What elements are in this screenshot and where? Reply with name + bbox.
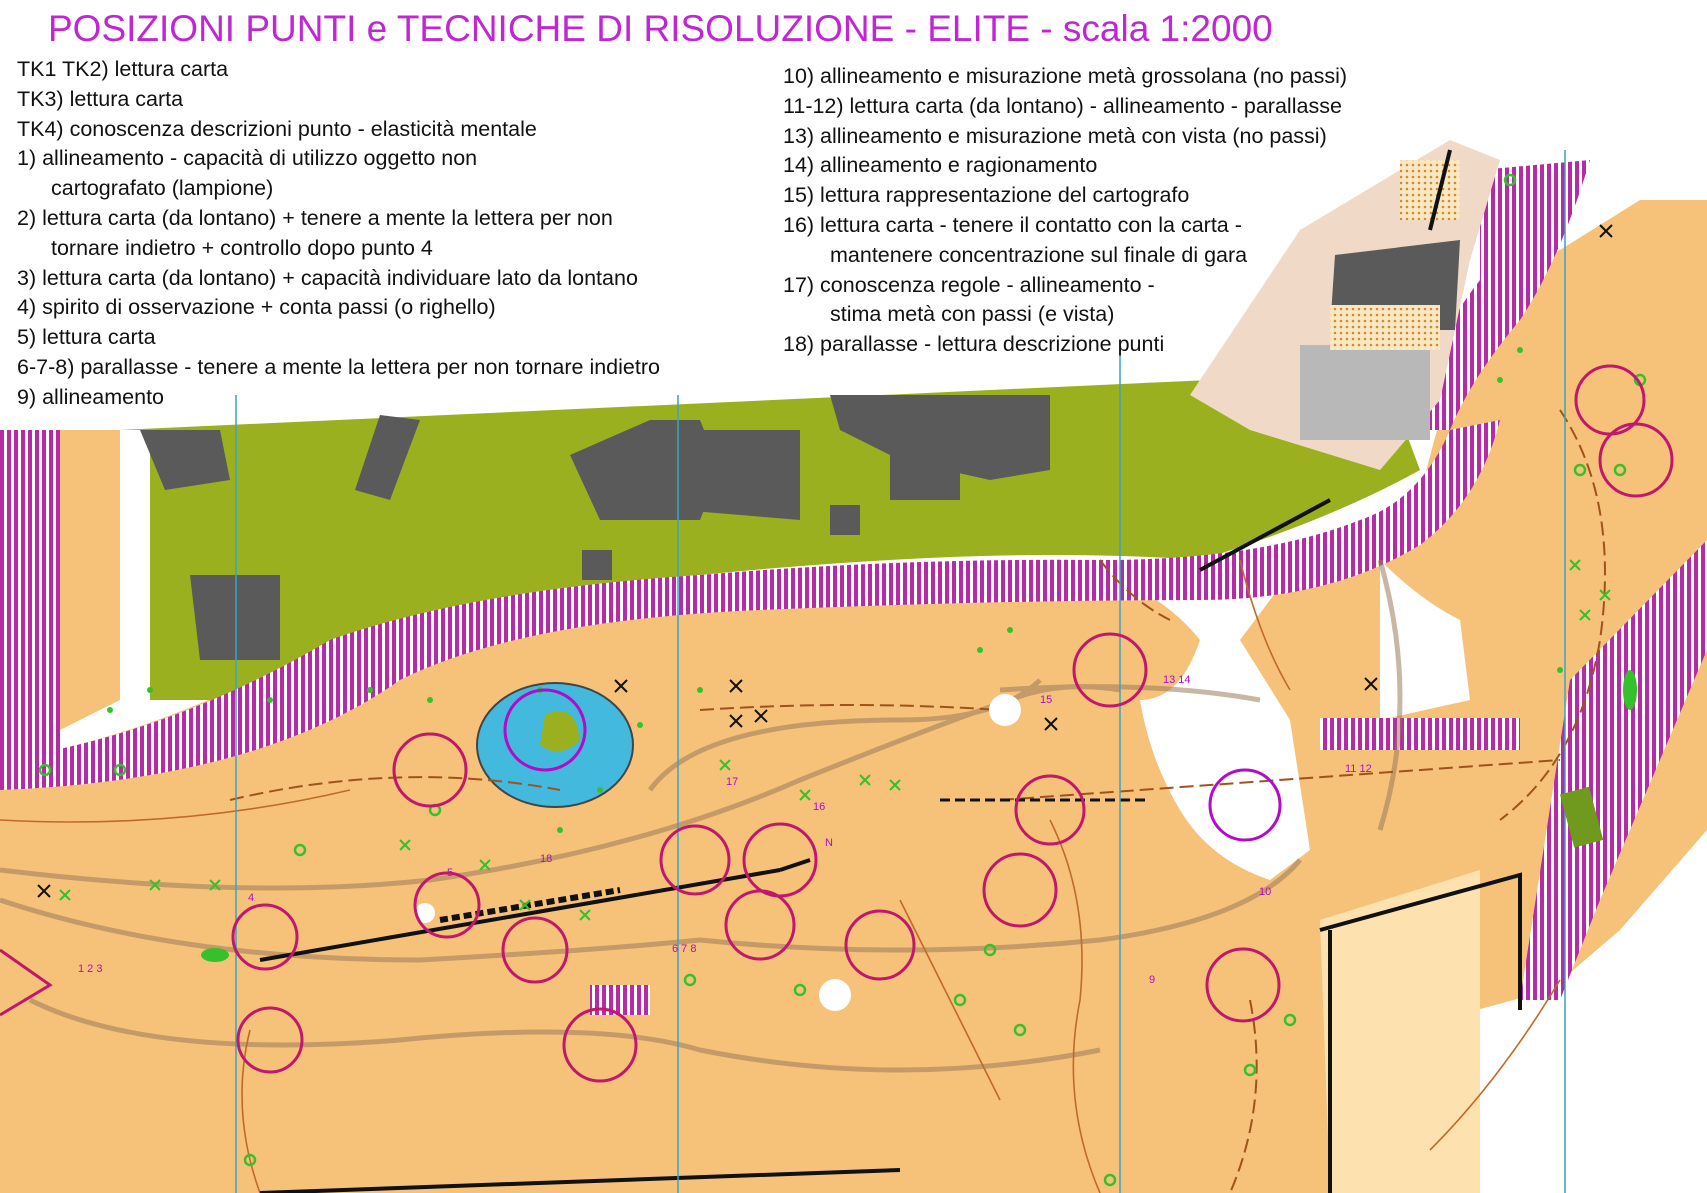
dotted-area: [1400, 160, 1460, 220]
building: [190, 575, 280, 660]
note-14: 14) allineamento e ragionamento: [783, 153, 1098, 178]
note-tk3: TK3) lettura carta: [17, 86, 184, 111]
note-17: 17) conoscenza regole - allineamento -: [783, 272, 1155, 297]
control-label-16: 16: [813, 801, 825, 813]
note-3: 3) lettura carta (da lontano) + capacità…: [17, 265, 638, 290]
control-label-10: 10: [1259, 886, 1271, 898]
note-tk4: TK4) conoscenza descrizioni punto - elas…: [17, 116, 537, 141]
olive-hatch-east: [1520, 540, 1707, 1000]
green-thicket: [201, 948, 229, 962]
olive-hatch-bar: [1320, 718, 1520, 750]
building-light: [1300, 345, 1430, 440]
note-2: 2) lettura carta (da lontano) + tenere a…: [17, 205, 613, 230]
control-label-678: 6 7 8: [672, 943, 696, 955]
control-circle-5: [413, 871, 481, 939]
technique-notes-left: TK1 TK2) lettura carta TK3) lettura cart…: [17, 55, 660, 413]
pond-island: [540, 710, 580, 752]
green-dots: [107, 347, 1563, 833]
dotted-area: [1330, 305, 1440, 350]
contours: [0, 559, 1561, 1193]
white-spot: [819, 979, 851, 1011]
building: [140, 430, 230, 490]
note-11-12: 11-12) lettura carta (da lontano) - alli…: [783, 93, 1342, 118]
note-1: 1) allineamento - capacità di utilizzo o…: [17, 146, 478, 171]
olive-hatch-left: [0, 430, 60, 790]
control-label-18: 18: [540, 853, 552, 865]
note-13: 13) allineamento e misurazione metà con …: [783, 123, 1327, 148]
control-label-1314: 13 14: [1163, 674, 1191, 686]
note-15: 15) lettura rappresentazione del cartogr…: [783, 183, 1190, 208]
control-circle-14: [1205, 947, 1281, 1023]
note-9: 9) allineamento: [17, 384, 165, 409]
note-4: 4) spirito di osservazione + conta passi…: [17, 295, 496, 320]
control-circle-1: [392, 732, 468, 808]
course-triangle: [0, 948, 53, 1017]
control-circle-2: [231, 903, 299, 971]
trails: [229, 409, 1606, 1193]
control-circle-16: [1598, 422, 1674, 498]
white-area: [1090, 554, 1310, 880]
green-crosses: [59, 559, 1611, 921]
control-circle-10: [844, 909, 916, 981]
building: [680, 430, 800, 520]
control-label-123: 1 2 3: [78, 963, 102, 975]
building: [830, 395, 1050, 480]
control-circles: [231, 364, 1674, 1083]
note-10: 10) allineamento e misurazione metà gros…: [783, 64, 1348, 88]
building: [830, 505, 860, 535]
control-label-4: 4: [248, 892, 254, 904]
control-label-9: 9: [1149, 974, 1155, 986]
green-area: [120, 380, 1420, 700]
map-title: POSIZIONI PUNTI e TECNICHE DI RISOLUZION…: [48, 8, 1273, 49]
note-1-cont: cartografato (lampione): [51, 176, 274, 201]
olive-hatch-band: [0, 420, 1500, 790]
note-6-7-8: 6-7-8) parallasse - tenere a mente la le…: [17, 354, 660, 379]
control-circle-7: [659, 824, 731, 896]
control-circle-4: [501, 916, 569, 984]
rough-open-area: [1320, 870, 1480, 1193]
north-label: N: [825, 837, 833, 849]
black-crosses: [37, 224, 1613, 898]
control-label-1112: 11 12: [1345, 763, 1372, 775]
white-spot: [989, 694, 1021, 726]
fences: [259, 149, 1522, 1193]
note-5: 5) lettura carta: [17, 325, 156, 350]
green-thicket: [1560, 786, 1604, 848]
note-16: 16) lettura carta - tenere il contatto c…: [783, 212, 1242, 237]
white-area-2: [1380, 560, 1470, 720]
control-circle-12: [1014, 774, 1086, 846]
green-circles: [38, 173, 1647, 1187]
note-18: 18) parallasse - lettura descrizione pun…: [783, 332, 1165, 357]
note-16-cont: mantenere concentrazione sul finale di g…: [830, 242, 1248, 267]
note-17-cont: stima metà con passi (e vista): [830, 302, 1115, 327]
control-circle-3: [236, 1006, 304, 1074]
building: [355, 415, 420, 500]
green-thicket: [1623, 670, 1637, 710]
north-lines: [235, 150, 1566, 1193]
building: [890, 440, 960, 500]
control-label-17: 17: [726, 776, 738, 788]
control-label-15: 15: [1040, 694, 1052, 706]
control-circle-9: [742, 822, 818, 898]
white-spot: [415, 903, 435, 923]
control-circle-6: [562, 1007, 638, 1083]
open-land-main: [0, 200, 1707, 1193]
note-tk1-tk2: TK1 TK2) lettura carta: [17, 57, 229, 81]
fence-dashed: [439, 887, 621, 923]
building: [582, 550, 612, 580]
note-2-cont: tornare indietro + controllo dopo punto …: [51, 235, 433, 260]
control-circles-purple: [503, 688, 1282, 842]
control-circle-13: [1072, 632, 1148, 708]
control-circle-11: [982, 852, 1058, 928]
technique-notes-right: 10) allineamento e misurazione metà gros…: [783, 62, 1347, 360]
control-label-5: 5: [447, 867, 453, 879]
